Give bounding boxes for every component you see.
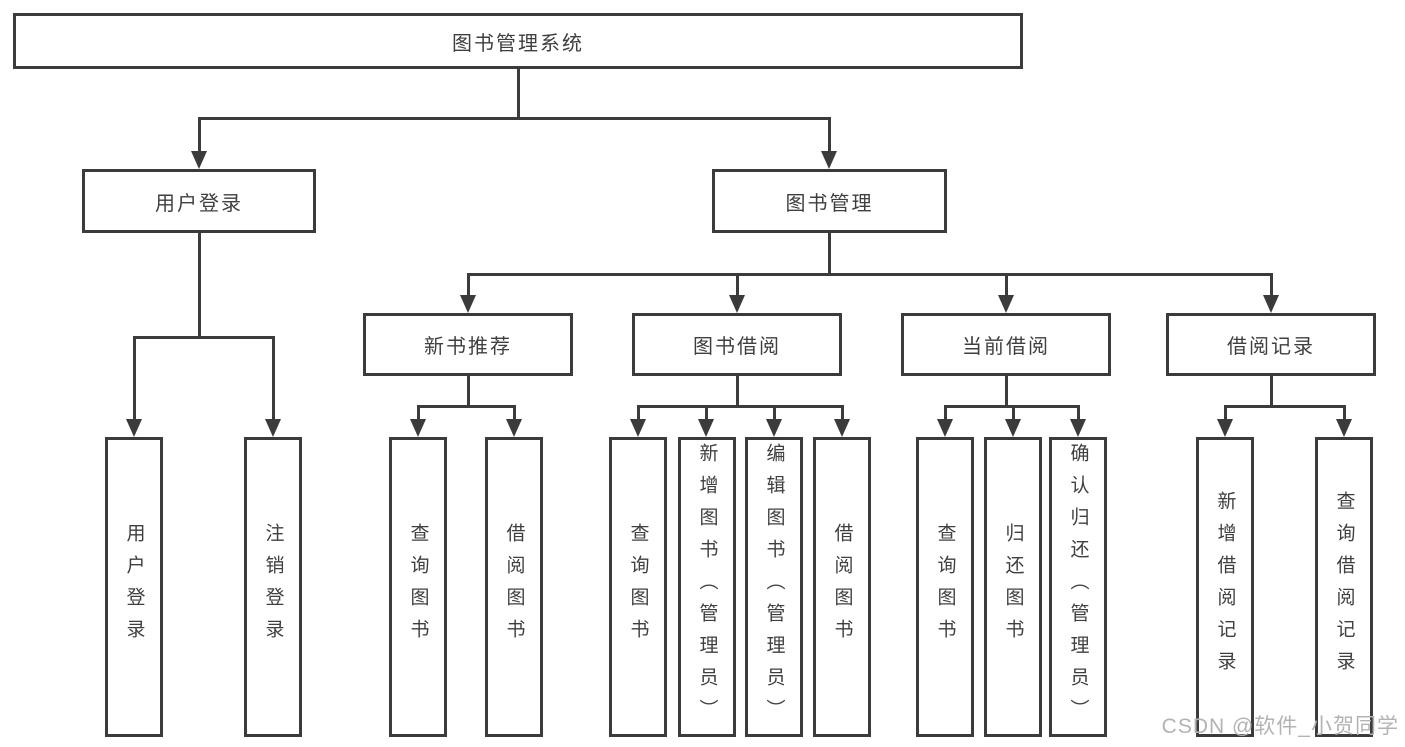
- arrow-down-user-login: [191, 151, 207, 169]
- leaf-user-login: 用户登录: [105, 437, 163, 737]
- connector-newbook-rail: [417, 405, 516, 408]
- connector-drop-bb-add: [705, 405, 708, 419]
- leaf-user-login-label: 用户登录: [123, 523, 145, 651]
- connector-drop-bb-borrow: [841, 405, 844, 419]
- arrow-down-nb-query: [410, 419, 426, 437]
- node-root-label: 图书管理系统: [452, 32, 584, 55]
- leaf-logout: 注销登录: [244, 437, 302, 737]
- arrow-down-borrow-records: [1263, 295, 1279, 313]
- connector-drop-cb-return: [1012, 405, 1015, 419]
- node-borrow-records-label: 借阅记录: [1227, 336, 1315, 358]
- connector-drop-nb-query: [417, 405, 420, 419]
- arrow-down-br-query: [1336, 419, 1352, 437]
- leaf-newbook-borrow: 借阅图书: [485, 437, 543, 737]
- connector-drop-cb-confirm: [1077, 405, 1080, 419]
- leaf-borrow-add-admin-label: 新增图书（管理员）: [696, 443, 718, 731]
- connector-drop-current-borrow: [1005, 273, 1008, 295]
- connector-mgmt-rail: [467, 273, 1273, 276]
- arrow-down-cb-confirm: [1070, 419, 1086, 437]
- leaf-borrow-query: 查询图书: [609, 437, 667, 737]
- connector-drop-bb-edit: [773, 405, 776, 419]
- connector-drop-br-query: [1343, 405, 1346, 419]
- node-root: 图书管理系统: [13, 13, 1023, 69]
- connector-drop-nb-borrow: [513, 405, 516, 419]
- arrow-down-br-add: [1217, 419, 1233, 437]
- leaf-borrow-borrow: 借阅图书: [813, 437, 871, 737]
- node-current-borrow-label: 当前借阅: [962, 336, 1050, 358]
- node-book-borrow: 图书借阅: [632, 313, 842, 376]
- connector-drop-cb-query: [944, 405, 947, 419]
- arrow-down-nb-borrow: [506, 419, 522, 437]
- arrow-down-cb-query: [937, 419, 953, 437]
- arrow-down-bb-add: [698, 419, 714, 437]
- arrow-down-book-management: [821, 151, 837, 169]
- connector-drop-borrow-records: [1270, 273, 1273, 295]
- connector-drop-user-login: [198, 117, 201, 151]
- leaf-borrow-query-label: 查询图书: [627, 523, 649, 651]
- node-borrow-records: 借阅记录: [1166, 313, 1376, 376]
- arrow-down-current-borrow: [998, 295, 1014, 313]
- leaf-records-add: 新增借阅记录: [1196, 437, 1254, 737]
- node-current-borrow: 当前借阅: [901, 313, 1111, 376]
- arrow-down-cb-return: [1005, 419, 1021, 437]
- connector-drop-br-add: [1224, 405, 1227, 419]
- arrow-down-bb-edit: [766, 419, 782, 437]
- leaf-records-query-label: 查询借阅记录: [1333, 491, 1355, 683]
- connector-drop-book-borrow: [736, 273, 739, 295]
- leaf-records-add-label: 新增借阅记录: [1214, 491, 1236, 683]
- connector-root-stem: [517, 69, 520, 117]
- leaf-borrow-edit-admin-label: 编辑图书（管理员）: [763, 443, 785, 731]
- leaf-newbook-query: 查询图书: [389, 437, 447, 737]
- leaf-current-query-label: 查询图书: [934, 523, 956, 651]
- leaf-newbook-query-label: 查询图书: [407, 523, 429, 651]
- leaf-borrow-borrow-label: 借阅图书: [831, 523, 853, 651]
- connector-newbook-stem: [467, 376, 470, 405]
- connector-drop-new-book: [467, 273, 470, 295]
- leaf-logout-label: 注销登录: [262, 523, 284, 651]
- leaf-newbook-borrow-label: 借阅图书: [503, 523, 525, 651]
- arrow-down-book-borrow: [729, 295, 745, 313]
- node-book-borrow-label: 图书借阅: [693, 336, 781, 358]
- connector-root-rail: [198, 117, 831, 120]
- connector-borrow-stem: [736, 376, 739, 405]
- connector-drop-leaf-logout: [272, 336, 275, 419]
- leaf-current-confirm-admin-label: 确认归还（管理员）: [1067, 443, 1089, 731]
- node-user-login: 用户登录: [82, 169, 316, 233]
- node-new-book-recommend-label: 新书推荐: [424, 336, 512, 358]
- node-user-login-label: 用户登录: [155, 192, 243, 215]
- connector-records-rail: [1224, 405, 1346, 408]
- leaf-current-confirm-admin: 确认归还（管理员）: [1049, 437, 1107, 737]
- leaf-current-return-label: 归还图书: [1002, 523, 1024, 651]
- node-new-book-recommend: 新书推荐: [363, 313, 573, 376]
- leaf-borrow-add-admin: 新增图书（管理员）: [678, 437, 736, 737]
- connector-user-stem: [198, 233, 201, 336]
- arrow-down-bb-query: [630, 419, 646, 437]
- node-book-management: 图书管理: [712, 169, 947, 233]
- leaf-current-query: 查询图书: [916, 437, 974, 737]
- arrow-down-leaf-login: [126, 419, 142, 437]
- connector-drop-bb-query: [637, 405, 640, 419]
- leaf-current-return: 归还图书: [984, 437, 1042, 737]
- connector-records-stem: [1270, 376, 1273, 405]
- arrow-down-new-book: [460, 295, 476, 313]
- arrow-down-bb-borrow: [834, 419, 850, 437]
- node-book-management-label: 图书管理: [785, 192, 874, 215]
- leaf-records-query: 查询借阅记录: [1315, 437, 1373, 737]
- connector-borrow-rail: [637, 405, 844, 408]
- arrow-down-leaf-logout: [265, 419, 281, 437]
- connector-user-rail: [133, 336, 275, 339]
- connector-current-stem: [1005, 376, 1008, 405]
- connector-drop-leaf-login: [133, 336, 136, 419]
- leaf-borrow-edit-admin: 编辑图书（管理员）: [745, 437, 803, 737]
- csdn-watermark: CSDN @软件_小贺同学: [1161, 715, 1399, 738]
- connector-mgmt-stem: [828, 233, 831, 273]
- connector-drop-book-management: [828, 117, 831, 151]
